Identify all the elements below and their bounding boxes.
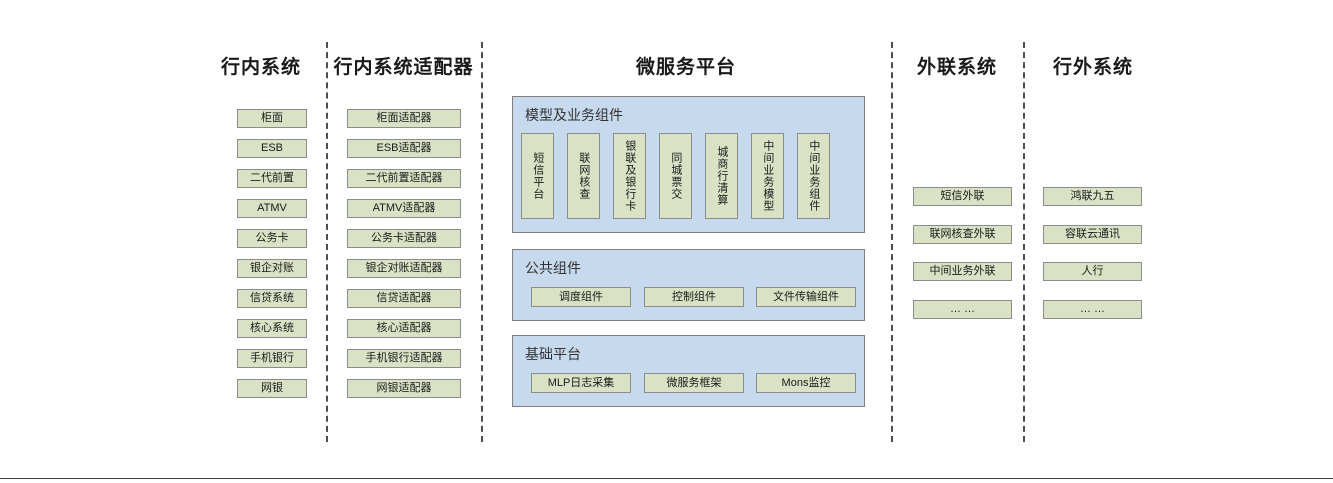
node-outside-bank-system[interactable]: 鸿联九五 bbox=[1043, 187, 1142, 206]
node-internal-system[interactable]: 柜面 bbox=[237, 109, 307, 128]
node-public-component[interactable]: 控制组件 bbox=[644, 287, 744, 307]
node-outside-bank-system[interactable]: 人行 bbox=[1043, 262, 1142, 281]
node-internal-system[interactable]: 二代前置 bbox=[237, 169, 307, 188]
node-internal-adapter[interactable]: 信贷适配器 bbox=[347, 289, 461, 308]
node-internal-adapter[interactable]: 核心适配器 bbox=[347, 319, 461, 338]
node-model-component[interactable]: 银联及银行卡 bbox=[613, 133, 646, 219]
node-internal-adapter[interactable]: ATMV适配器 bbox=[347, 199, 461, 218]
node-model-component-label: 短信平台 bbox=[531, 152, 544, 200]
node-internal-system[interactable]: 手机银行 bbox=[237, 349, 307, 368]
node-internal-system[interactable]: 核心系统 bbox=[237, 319, 307, 338]
node-model-component-label: 同城票交 bbox=[669, 152, 682, 200]
column-title-outside-bank: 行外系统 bbox=[1052, 57, 1133, 78]
divider-1 bbox=[326, 42, 328, 442]
divider-2 bbox=[481, 42, 483, 442]
panel-label-model-business-components: 模型及业务组件 bbox=[525, 107, 623, 123]
node-internal-adapter[interactable]: 银企对账适配器 bbox=[347, 259, 461, 278]
node-internal-system[interactable]: 银企对账 bbox=[237, 259, 307, 278]
bottom-rule bbox=[0, 478, 1333, 479]
node-model-component[interactable]: 中间业务组件 bbox=[797, 133, 830, 219]
node-external-liaison-system[interactable]: 联网核查外联 bbox=[913, 225, 1012, 244]
panel-base-platform: 基础平台 bbox=[512, 335, 865, 407]
panel-label-base-platform: 基础平台 bbox=[525, 346, 581, 362]
node-base-platform-component[interactable]: 微服务框架 bbox=[644, 373, 744, 393]
node-model-component-label: 中间业务组件 bbox=[807, 140, 820, 212]
node-outside-bank-system[interactable]: … … bbox=[1043, 300, 1142, 319]
divider-4 bbox=[1023, 42, 1025, 442]
node-internal-system[interactable]: ATMV bbox=[237, 199, 307, 218]
node-model-component[interactable]: 短信平台 bbox=[521, 133, 554, 219]
column-title-internal-adapters: 行内系统适配器 bbox=[333, 57, 474, 78]
node-external-liaison-system[interactable]: 短信外联 bbox=[913, 187, 1012, 206]
node-internal-adapter[interactable]: 公务卡适配器 bbox=[347, 229, 461, 248]
node-base-platform-component[interactable]: Mons监控 bbox=[756, 373, 856, 393]
node-internal-adapter[interactable]: 手机银行适配器 bbox=[347, 349, 461, 368]
node-external-liaison-system[interactable]: … … bbox=[913, 300, 1012, 319]
column-title-microservice-platform: 微服务平台 bbox=[635, 57, 736, 78]
panel-label-public-components: 公共组件 bbox=[525, 260, 581, 276]
node-model-component-label: 城商行清算 bbox=[715, 146, 728, 206]
node-model-component-label: 联网核查 bbox=[577, 152, 590, 200]
node-model-component[interactable]: 城商行清算 bbox=[705, 133, 738, 219]
node-base-platform-component[interactable]: MLP日志采集 bbox=[531, 373, 631, 393]
node-internal-adapter[interactable]: 网银适配器 bbox=[347, 379, 461, 398]
node-model-component-label: 银联及银行卡 bbox=[623, 140, 636, 212]
node-model-component[interactable]: 中间业务模型 bbox=[751, 133, 784, 219]
node-internal-adapter[interactable]: ESB适配器 bbox=[347, 139, 461, 158]
divider-3 bbox=[891, 42, 893, 442]
node-outside-bank-system[interactable]: 容联云通讯 bbox=[1043, 225, 1142, 244]
node-internal-adapter[interactable]: 二代前置适配器 bbox=[347, 169, 461, 188]
node-internal-adapter[interactable]: 柜面适配器 bbox=[347, 109, 461, 128]
column-title-internal-systems: 行内系统 bbox=[220, 57, 301, 78]
node-internal-system[interactable]: 网银 bbox=[237, 379, 307, 398]
panel-public-components: 公共组件 bbox=[512, 249, 865, 321]
node-external-liaison-system[interactable]: 中间业务外联 bbox=[913, 262, 1012, 281]
node-internal-system[interactable]: 公务卡 bbox=[237, 229, 307, 248]
node-model-component[interactable]: 联网核查 bbox=[567, 133, 600, 219]
node-internal-system[interactable]: ESB bbox=[237, 139, 307, 158]
node-model-component-label: 中间业务模型 bbox=[761, 140, 774, 212]
node-model-component[interactable]: 同城票交 bbox=[659, 133, 692, 219]
node-internal-system[interactable]: 信贷系统 bbox=[237, 289, 307, 308]
node-public-component[interactable]: 调度组件 bbox=[531, 287, 631, 307]
column-title-external-liaison: 外联系统 bbox=[916, 57, 997, 78]
node-public-component[interactable]: 文件传输组件 bbox=[756, 287, 856, 307]
